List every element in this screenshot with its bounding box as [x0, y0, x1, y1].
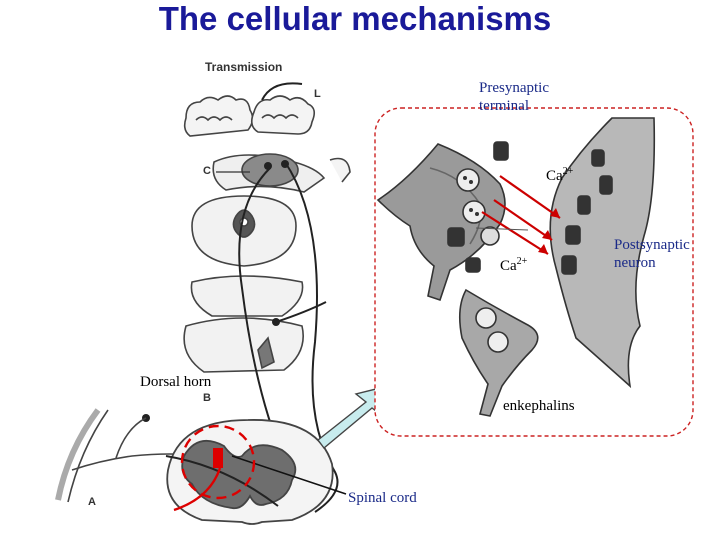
red-nerve-path [173, 467, 222, 512]
receptor-channels [447, 141, 613, 275]
letter-a-label: A [88, 496, 96, 508]
enkephalins-label: enkephalins [503, 398, 575, 414]
calcium-label-bottom: Ca2+ [500, 256, 528, 274]
letter-l-label: L [314, 88, 321, 100]
medulla-section [190, 275, 304, 317]
brain-section [183, 95, 316, 137]
presynaptic-terminal-label: Presynaptic terminal [479, 80, 549, 114]
ca-bottom-leader [475, 227, 529, 231]
letter-b-label: B [203, 392, 211, 404]
dorsal-horn-highlight [180, 424, 256, 500]
midbrain-section [212, 153, 351, 193]
postsynaptic-neuron-label: Postsynaptic neuron [614, 237, 690, 271]
page-title: The cellular mechanisms [158, 0, 552, 37]
transmission-label: Transmission [205, 60, 283, 74]
lower-medulla-section [183, 317, 304, 373]
calcium-flux-arrows [481, 175, 561, 255]
calcium-label-top: Ca2+ [546, 166, 574, 184]
synapse-illustration [376, 117, 656, 417]
spinal-cord-pointer [165, 455, 279, 507]
spinal-cord-section [166, 419, 334, 525]
dorsal-horn-label: Dorsal horn [140, 374, 212, 390]
letter-c-label: C [203, 165, 211, 177]
pons-section [191, 195, 297, 267]
spinal-cord-label: Spinal cord [348, 490, 417, 506]
spinal-cord-leader [231, 455, 347, 495]
dorsal-horn-marker [213, 448, 223, 468]
